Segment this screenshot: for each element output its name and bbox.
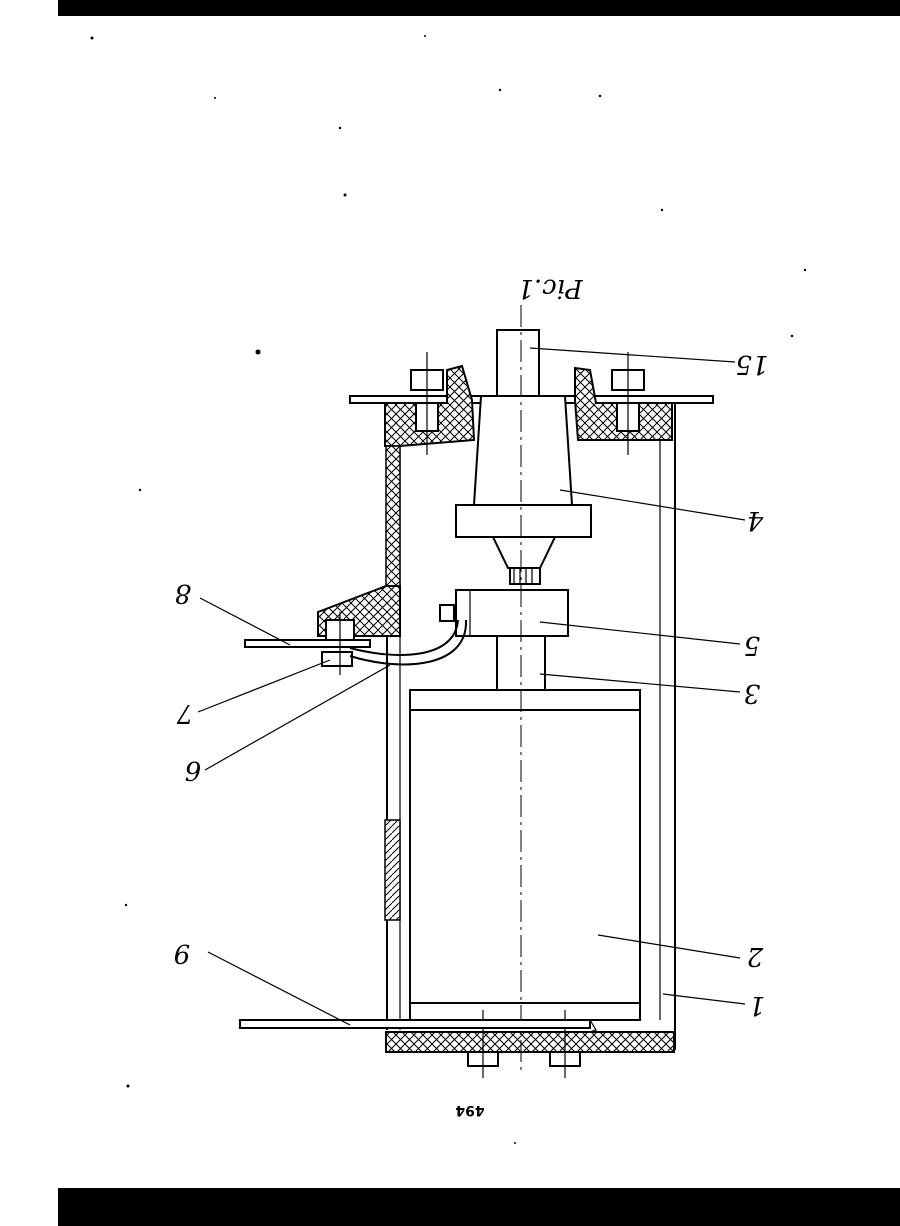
page-number: 494 xyxy=(455,1102,484,1118)
bottom-plate xyxy=(240,1020,596,1032)
terminal-plate-upper xyxy=(245,640,370,647)
label-15: 15 xyxy=(735,349,768,379)
label-7: 7 xyxy=(176,698,193,728)
label-3: 3 xyxy=(744,678,761,708)
capacitor-body xyxy=(410,690,640,1020)
clamp xyxy=(440,590,568,636)
shaft xyxy=(497,330,539,400)
label-4: 4 xyxy=(747,505,765,535)
label-6: 6 xyxy=(185,755,202,785)
label-2: 2 xyxy=(747,941,765,971)
label-5: 5 xyxy=(744,630,761,660)
label-9: 9 xyxy=(174,938,191,968)
label-8: 8 xyxy=(175,578,192,608)
label-1: 1 xyxy=(749,990,766,1020)
insulator xyxy=(456,396,591,584)
figure-title: Pic.1 xyxy=(517,273,583,303)
